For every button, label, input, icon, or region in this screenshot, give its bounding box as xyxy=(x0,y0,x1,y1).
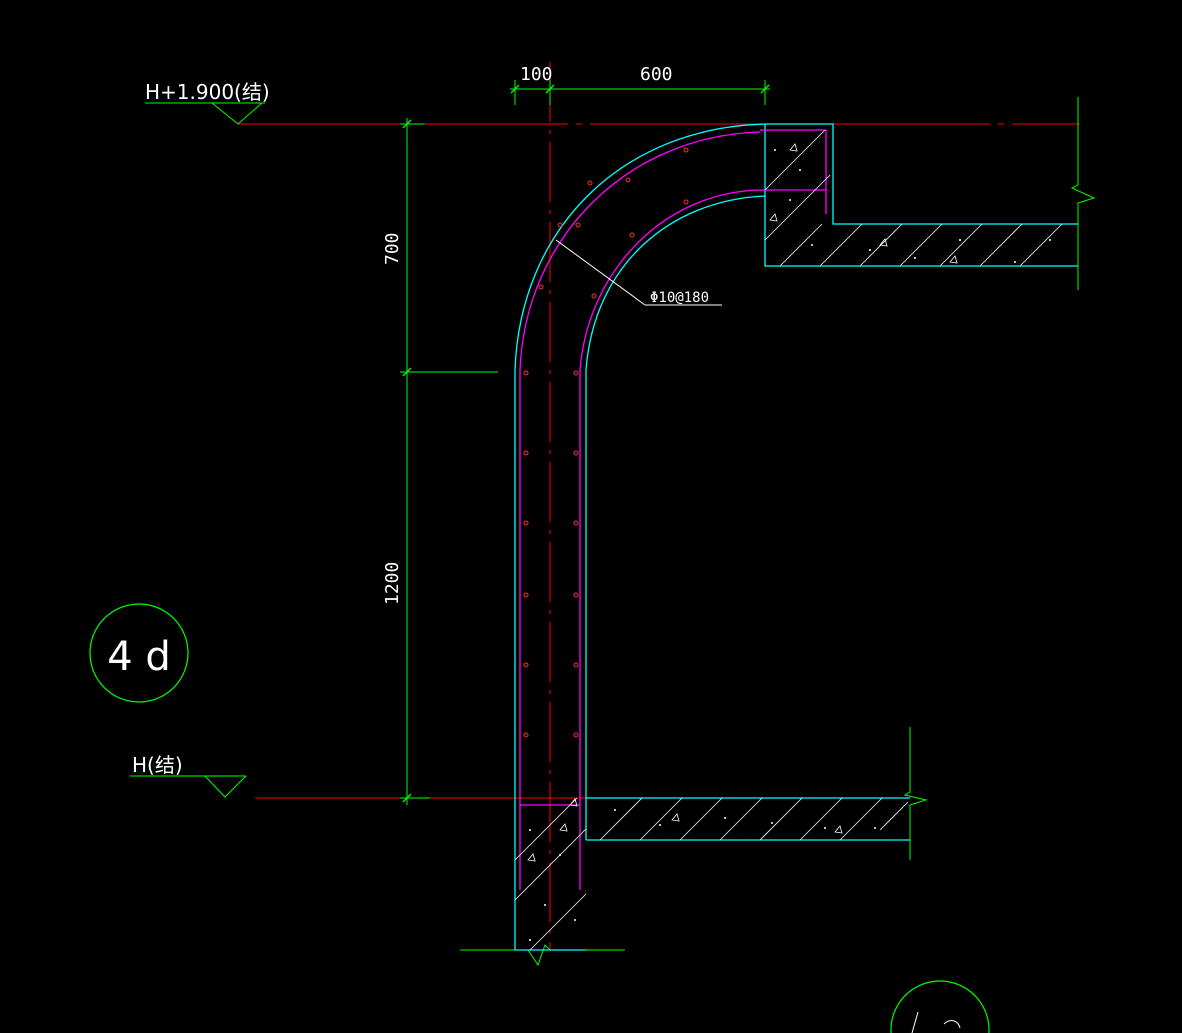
detail-id-label: 4 d xyxy=(107,634,171,680)
top-level-label: H+1.900(结) xyxy=(145,80,270,104)
axis-lines xyxy=(238,62,1080,950)
dim-1200: 1200 xyxy=(382,562,403,605)
detail-id-circle xyxy=(89,603,189,703)
bottom-level-symbol xyxy=(130,775,247,798)
concrete-aggregate xyxy=(529,149,1051,941)
next-detail-glyph xyxy=(911,1011,961,1033)
dimension-lines xyxy=(400,80,1096,967)
concrete-triangles xyxy=(527,143,958,862)
wall-outline xyxy=(514,123,1078,951)
next-detail-circle xyxy=(890,980,990,1033)
rebar-callout-label: Φ10@180 xyxy=(650,290,709,306)
rebar-leader xyxy=(555,239,722,306)
dim-600: 600 xyxy=(640,64,673,85)
rebar-dots xyxy=(523,147,689,738)
dim-100: 100 xyxy=(520,64,553,85)
dim-700: 700 xyxy=(382,232,403,265)
rebar-lines xyxy=(519,129,827,890)
bottom-level-label: H(结) xyxy=(132,753,183,777)
concrete-hatch xyxy=(514,129,1063,951)
dimension-ticks xyxy=(402,84,770,803)
top-level-symbol xyxy=(145,102,265,125)
